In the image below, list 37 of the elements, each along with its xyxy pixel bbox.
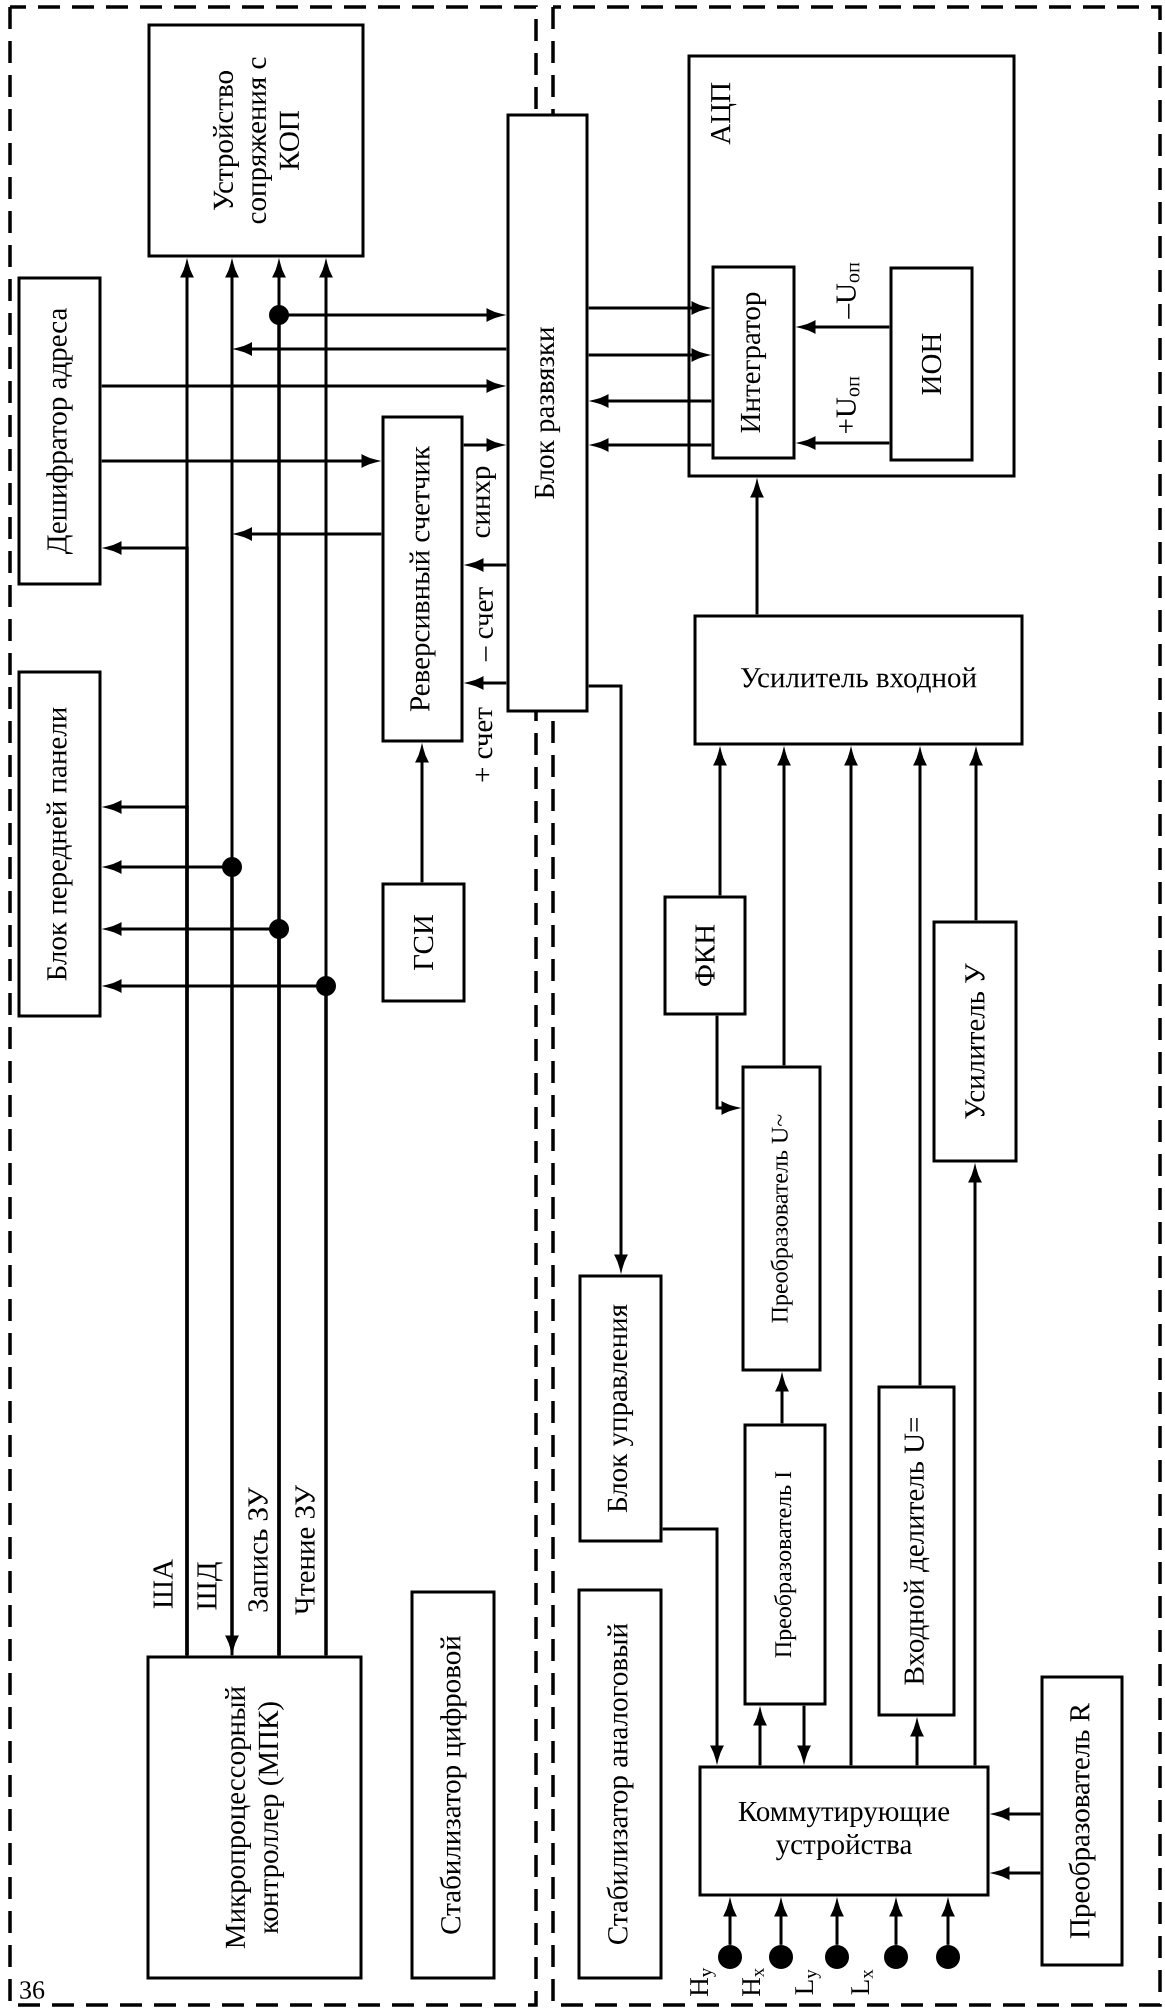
- block-box: Усилитель входной: [693, 614, 1024, 746]
- edge-label: + счет: [474, 706, 494, 785]
- edge-label: ША: [152, 1557, 174, 1611]
- block-box: ФКН: [663, 895, 747, 1016]
- page-number: 36: [20, 1981, 45, 1999]
- block-box: Устройство сопряжения с КОП: [147, 23, 365, 258]
- block-box: Блок развязки: [506, 113, 589, 713]
- edge-label: синхр: [475, 464, 497, 540]
- terminal-dot: [718, 1945, 742, 1969]
- block-box: Стабилизатор аналоговый: [577, 1588, 663, 1980]
- terminal-label: L$_{x}$: [851, 1969, 873, 1995]
- terminal-label: H$_{y}$: [690, 1967, 716, 1996]
- edge-label: Чтение ЗУ: [294, 1484, 316, 1616]
- block-box: ГСИ: [381, 882, 466, 1003]
- block-box: Блок передней панели: [17, 670, 102, 1018]
- block-box: Реверсивный счетчик: [381, 415, 464, 743]
- block-box: Дешифратор адреса: [17, 276, 102, 586]
- edge-label: Запись ЗУ: [247, 1486, 269, 1614]
- terminal-label: L$_{y}$: [795, 1969, 821, 1995]
- block-box: Стабилизатор цифровой: [410, 1590, 496, 1980]
- block-box: Микропроцессорный контроллер (МПК): [146, 1655, 363, 1980]
- terminal-dot: [884, 1945, 908, 1969]
- terminal-dot: [769, 1945, 793, 1969]
- block-box: Преобразователь R: [1040, 1675, 1124, 1967]
- terminal-dot: [936, 1945, 960, 1969]
- block-box: Коммутирующие устройства: [698, 1765, 990, 1897]
- block-box: Преобразователь I: [743, 1423, 827, 1706]
- edge-label: – счет: [478, 585, 494, 663]
- block-box: Усилитель У: [932, 920, 1018, 1163]
- block-box: Преобразователь U~: [741, 1065, 822, 1372]
- edge-label: ШД: [196, 1560, 224, 1612]
- terminal-dot: [825, 1945, 849, 1969]
- block-box: Входной делитель U=: [877, 1385, 956, 1717]
- terminal-label: H$_{x}$: [742, 1968, 764, 1996]
- block-box: ИОН: [889, 266, 974, 462]
- block-box: Интегратор: [711, 265, 796, 460]
- block-box: Блок управления: [578, 1274, 663, 1543]
